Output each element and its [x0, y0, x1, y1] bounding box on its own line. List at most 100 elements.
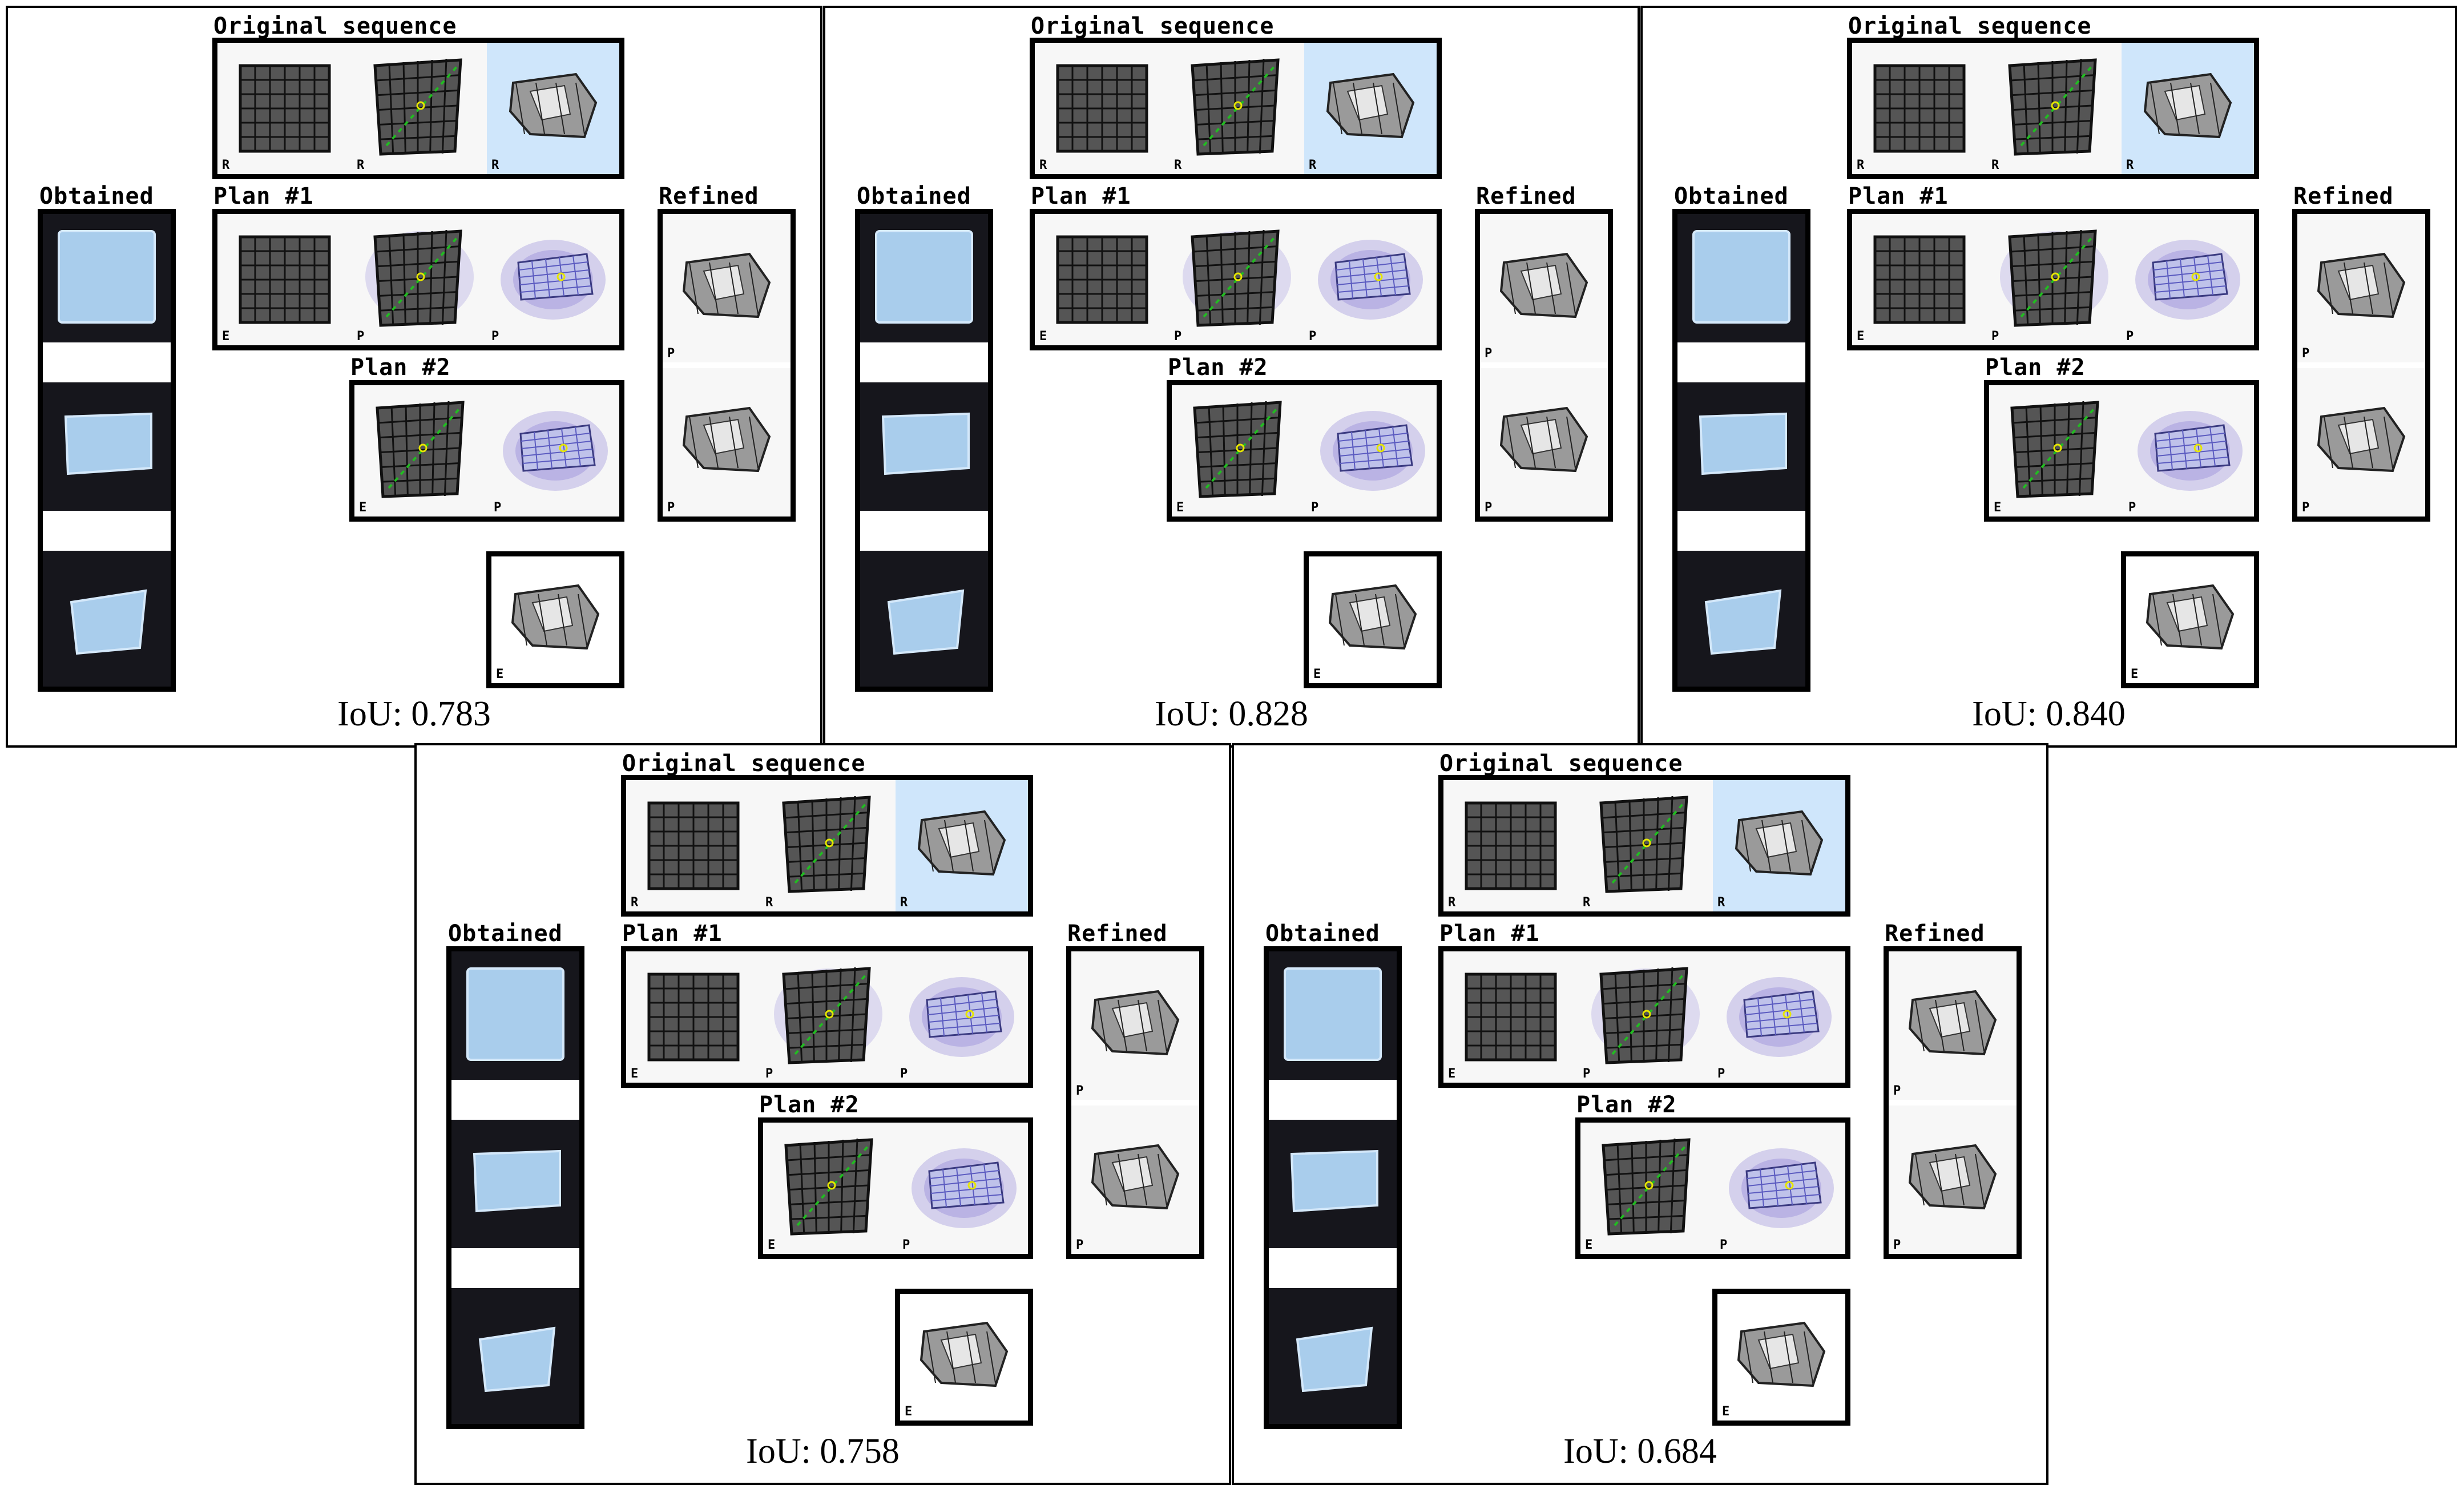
execution-tag: E [2131, 667, 2139, 681]
reference-tag: R [1039, 158, 1047, 172]
execution-tag: E [631, 1067, 639, 1081]
obtained-photo-2 [860, 382, 988, 511]
execution-tag: E [1448, 1067, 1456, 1081]
plan-1-box: E P P [1847, 209, 2259, 350]
prediction-tag: P [491, 329, 499, 344]
plan-grid-cloth [647, 973, 740, 1062]
prediction-tag: P [1583, 1067, 1591, 1081]
experiment-panel-3: Original sequence Obtained Plan #1 Plan … [1640, 6, 2457, 748]
original-sequence-heading: Original sequence [213, 13, 457, 39]
final-execution-cell: E [1717, 1294, 1845, 1421]
real-cloth-render [917, 810, 1006, 876]
obtained-heading: Obtained [857, 183, 971, 209]
obtained-photo-2 [43, 382, 171, 511]
original-step-2: R [1987, 43, 2122, 174]
execution-tag: E [1176, 501, 1184, 515]
prediction-tag: P [902, 1238, 910, 1252]
refined-cloth [682, 406, 771, 473]
plan-1-heading: Plan #1 [1031, 183, 1131, 209]
prediction-tag: P [2128, 501, 2136, 515]
original-sequence-heading: Original sequence [622, 750, 866, 777]
refined-column: P P [658, 209, 796, 522]
refined-cloth [1499, 406, 1588, 473]
execution-tag: E [1585, 1238, 1593, 1252]
original-step-2: R [1578, 780, 1713, 911]
folded-grid-cloth [782, 796, 871, 893]
plan-1-heading: Plan #1 [1848, 183, 1949, 209]
real-cloth-render [2143, 72, 2232, 139]
plan-1-prediction-1: P [761, 951, 896, 1083]
prediction-tag: P [2302, 346, 2310, 361]
final-cloth-render [2146, 584, 2235, 650]
refined-heading: Refined [1885, 921, 1985, 947]
plan-1-execution: E [1035, 214, 1170, 345]
refined-cloth [2317, 406, 2406, 473]
plan-2-heading: Plan #2 [1576, 1092, 1677, 1118]
refined-cloth [1908, 990, 1997, 1056]
cloth-photo [64, 412, 152, 475]
reference-tag: R [1717, 895, 1725, 910]
prediction-tag: P [2126, 329, 2134, 344]
refined-prediction-2: P [663, 368, 791, 516]
prediction-tag: P [667, 501, 675, 515]
original-sequence-box: R R R [1438, 775, 1850, 917]
original-step-1: R [217, 43, 352, 174]
execution-tag: E [359, 501, 367, 515]
plan-grid-cloth [239, 235, 331, 324]
original-step-3: R [487, 43, 619, 174]
flat-grid-cloth [239, 64, 331, 153]
plan-1-box: E P P [1438, 946, 1850, 1088]
obtained-photo-2 [1269, 1120, 1397, 1248]
plan-2-execution: E [1989, 385, 2124, 516]
execution-tag: E [768, 1238, 776, 1252]
cloth-photo [1692, 230, 1790, 324]
obtained-heading: Obtained [39, 183, 154, 209]
original-step-2: R [761, 780, 896, 911]
reference-tag: R [1174, 158, 1182, 172]
plan-2-heading: Plan #2 [1168, 354, 1268, 381]
obtained-column [1264, 946, 1402, 1429]
reference-tag: R [900, 895, 908, 910]
original-step-3: R [2122, 43, 2254, 174]
iou-caption: IoU: 0.828 [1155, 695, 1308, 733]
obtained-column [446, 946, 584, 1429]
plan-1-heading: Plan #1 [1439, 921, 1540, 947]
obtained-photo-2 [451, 1120, 579, 1248]
predicted-fold [1591, 967, 1700, 1064]
plan-2-prediction: P [1306, 385, 1437, 516]
prediction-tag: P [1893, 1238, 1901, 1252]
iou-caption: IoU: 0.783 [337, 695, 491, 733]
iou-caption: IoU: 0.758 [746, 1432, 900, 1471]
refined-heading: Refined [659, 183, 759, 209]
refined-prediction-1: P [1480, 214, 1608, 362]
original-sequence-box: R R R [212, 38, 624, 179]
reference-tag: R [357, 158, 365, 172]
plan-1-prediction-1: P [1578, 951, 1713, 1083]
flat-grid-cloth [1873, 64, 1966, 153]
real-cloth-render [1735, 810, 1824, 876]
execution-tag: E [1722, 1405, 1730, 1419]
plan-2-prediction: P [1715, 1123, 1845, 1254]
final-cloth-render [1737, 1321, 1826, 1387]
reference-tag: R [1991, 158, 1999, 172]
execution-tag: E [1313, 667, 1321, 681]
refined-prediction-2: P [2297, 368, 2425, 516]
reference-tag: R [765, 895, 773, 910]
plan-2-box: E P [1575, 1117, 1850, 1259]
predicted-mesh [2135, 240, 2240, 320]
reference-tag: R [1309, 158, 1317, 172]
refined-cloth [1499, 252, 1588, 318]
plan-1-prediction-1: P [1170, 214, 1304, 345]
prediction-tag: P [900, 1067, 908, 1081]
plan-1-execution: E [626, 951, 761, 1083]
original-step-1: R [1443, 780, 1578, 911]
plan-grid-cloth [1602, 1138, 1691, 1236]
refined-heading: Refined [1476, 183, 1576, 209]
cloth-photo [466, 967, 564, 1061]
refined-cloth [2317, 252, 2406, 318]
original-step-3: R [896, 780, 1028, 911]
refined-cloth [1091, 1144, 1180, 1210]
predicted-fold [774, 967, 882, 1064]
original-sequence-box: R R R [1030, 38, 1442, 179]
cloth-photo [1284, 967, 1382, 1061]
